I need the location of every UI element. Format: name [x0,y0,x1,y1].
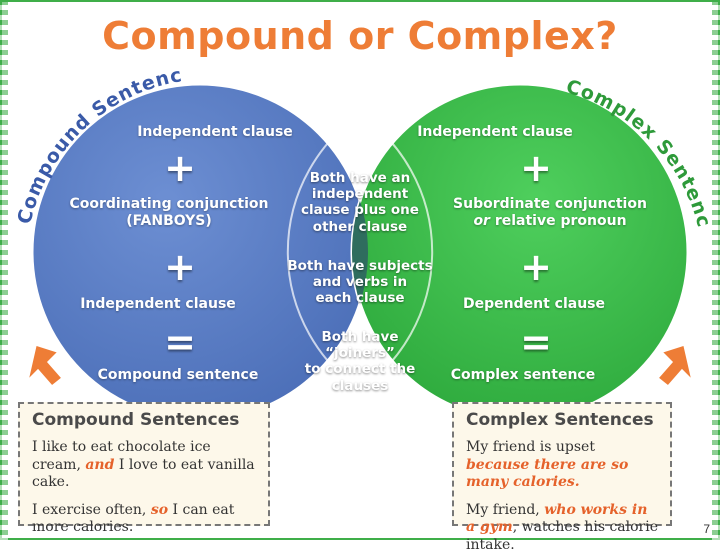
middle-block-2: Both have subjects and verbs in each cla… [285,258,435,307]
arrow-right-icon [656,344,694,388]
right-independent-clause: Independent clause [417,124,573,140]
right-relative-pronoun: or relative pronoun [444,213,656,230]
middle-block-2-line: Both have subjects [287,258,433,274]
complex-ex1-joiner: because there are so many calories. [466,456,629,491]
left-independent-clause-2: Independent clause [80,296,236,312]
compound-ex2-joiner: so [150,501,169,518]
arrow-left-icon [26,344,64,388]
left-equals: = [164,320,196,364]
right-result: Complex sentence [450,367,596,383]
left-coordinating-conjunction: Coordinating conjunction (FANBOYS) [62,196,276,230]
left-plus-1: + [164,146,196,190]
right-sub-line: Subordinate conjunction [453,196,647,212]
middle-block-1-line: Both have an [309,170,411,186]
complex-example-2: My friend, who works in a gym, watches h… [466,502,658,554]
middle-block-1: Both have an independent clause plus one… [290,170,430,235]
complex-ex2-joiner: who works in a gym [466,501,648,536]
left-result: Compound sentence [97,367,259,383]
middle-block-2-line: each clause [315,290,405,307]
compound-ex1-joiner: and [85,456,115,473]
right-equals: = [520,320,552,364]
middle-block-3-line: clauses [331,377,389,394]
middle-block-3-line: Both have “joiners” [321,329,399,362]
right-dependent-clause: Dependent clause [463,296,605,312]
complex-ex1-text: My friend is upset [466,439,595,456]
left-independent-clause-1: Independent clause [137,124,293,140]
complex-example-1: My friend is upset because there are so … [466,439,658,492]
page-title: Compound or Complex? [102,14,618,58]
middle-block-3: Both have “joiners” to connect the claus… [285,329,435,394]
compound-example-2: I exercise often, so I can eat more calo… [32,502,256,537]
compound-ex1-text: I like to eat chocolate ice cream, [32,439,211,473]
middle-block-2-line: and verbs in [312,274,408,291]
complex-ex2-text: My friend, [466,501,545,518]
compound-example-1: I like to eat chocolate ice cream, and I… [32,439,256,492]
right-plus-2: + [520,245,552,289]
complex-box-heading: Complex Sentences [466,410,654,430]
venn-diagram: Compound Sentences Complex Sentences [0,0,714,422]
compound-box-heading: Compound Sentences [32,410,240,430]
right-subordinate-conjunction: Subordinate conjunction or relative pron… [444,196,656,230]
left-coord-line: Coordinating conjunction [69,196,269,212]
compound-examples-box: Compound Sentences I like to eat chocola… [18,402,270,535]
page-number: 7 [703,522,710,536]
compound-ex2-rest: I can eat more calories. [32,501,235,536]
left-border-stripe [0,0,8,540]
right-or-word: or [473,212,490,229]
left-fanboys: (FANBOYS) [126,212,212,229]
right-border-stripe [712,0,720,540]
left-plus-2: + [164,245,196,289]
middle-block-1-line: other clause [312,218,408,235]
complex-examples-box: Complex Sentences My friend is upset bec… [452,402,672,553]
right-relative-pronoun-text: relative pronoun [489,212,627,229]
right-plus-1: + [520,146,552,190]
compound-ex1-rest: I love to eat vanilla cake. [32,456,255,491]
middle-block-1-line: clause plus one [301,202,419,219]
compound-ex2-text: I exercise often, [32,501,151,518]
middle-block-1-line: independent [311,186,409,203]
middle-block-3-line: to connect the [304,361,416,378]
